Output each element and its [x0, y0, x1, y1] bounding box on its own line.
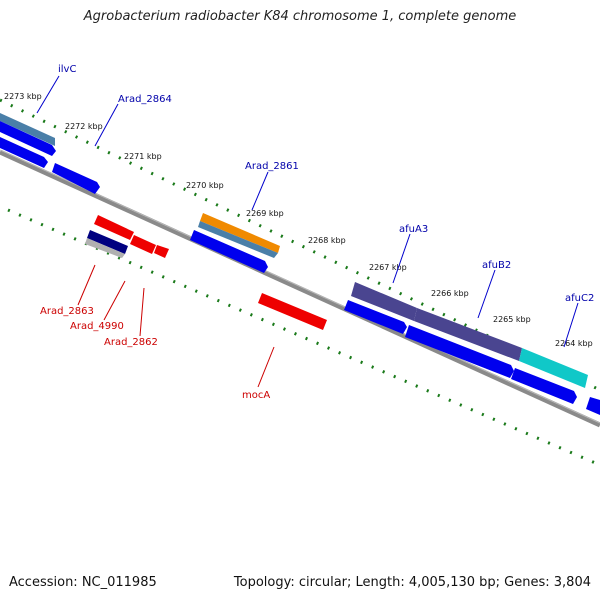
gene-label-afuA3[interactable]: afuA3 [399, 224, 428, 235]
gene-arad-2861-orange[interactable] [200, 213, 280, 253]
cds-afuC2[interactable] [511, 368, 577, 404]
gene-features [0, 113, 600, 415]
genome-backbone-highlight [0, 149, 600, 424]
tick-label-2269: 2269 kbp [246, 209, 284, 218]
cds-arad-4990[interactable] [130, 235, 156, 254]
leader-ilvC [36, 75, 60, 114]
leader-mocA [257, 346, 275, 388]
tick-label-2265: 2265 kbp [493, 315, 531, 324]
leader-arad-2864 [94, 103, 119, 147]
forward-gene-labels: ilvC Arad_2864 Arad_2861 afuA3 afuB2 afu… [58, 64, 594, 304]
tick-label-2273: 2273 kbp [4, 92, 42, 101]
gene-arad-2861-steel[interactable] [198, 221, 278, 258]
gene-label-afuC2[interactable]: afuC2 [565, 293, 594, 304]
tick-label-2264: 2264 kbp [555, 339, 593, 348]
cds-arad-2861[interactable] [190, 230, 268, 273]
gene-afuC2[interactable] [519, 348, 588, 388]
cds-edge[interactable] [586, 397, 600, 415]
leader-arad-2863 [77, 264, 96, 306]
tick-label-2271: 2271 kbp [124, 152, 162, 161]
gene-label-mocA[interactable]: mocA [242, 390, 270, 401]
gene-arad-2863-navy[interactable] [87, 230, 128, 254]
gene-afuB2[interactable] [414, 308, 522, 361]
tick-label-2270: 2270 kbp [186, 181, 224, 190]
topology-text: Topology: circular; Length: 4,005,130 bp… [233, 575, 591, 590]
gene-label-afuB2[interactable]: afuB2 [482, 260, 511, 271]
leader-afuB2 [477, 269, 496, 319]
gene-label-arad-2861[interactable]: Arad_2861 [245, 161, 299, 172]
map-title: Agrobacterium radiobacter K84 chromosome… [83, 9, 517, 24]
leader-arad-4990 [103, 280, 126, 321]
leader-afuA3 [392, 233, 411, 284]
gene-label-arad-2864[interactable]: Arad_2864 [118, 94, 172, 105]
leader-arad-2862 [139, 287, 145, 337]
gene-ilvC[interactable] [0, 113, 55, 146]
accession-text: Accession: NC_011985 [9, 575, 157, 590]
leader-afuC2 [563, 302, 579, 348]
cds-arad-2862[interactable] [154, 245, 169, 258]
cds-arad-2864[interactable] [52, 163, 100, 194]
cds-afuB2[interactable] [405, 325, 514, 378]
reverse-gene-labels: Arad_2863 Arad_4990 Arad_2862 mocA [40, 306, 270, 401]
label-leader-lines [36, 75, 579, 388]
gene-label-ilvC[interactable]: ilvC [58, 64, 76, 75]
tick-label-2266: 2266 kbp [431, 289, 469, 298]
gene-arad-2863-grey[interactable] [85, 238, 125, 258]
gene-label-arad-4990[interactable]: Arad_4990 [70, 321, 124, 332]
tick-label-2267: 2267 kbp [369, 263, 407, 272]
cds-arad-2863-a[interactable] [94, 215, 134, 240]
gene-label-arad-2862[interactable]: Arad_2862 [104, 337, 158, 348]
cds-arad-2865[interactable] [0, 137, 48, 168]
genome-backbone [0, 149, 600, 428]
cds-afuA3[interactable] [344, 300, 407, 334]
cds-ilvC[interactable] [0, 121, 56, 156]
leader-arad-2861 [251, 171, 269, 211]
tick-label-2268: 2268 kbp [308, 236, 346, 245]
cds-mocA[interactable] [258, 293, 327, 330]
scale-labels: 2273 kbp 2272 kbp 2271 kbp 2270 kbp 2269… [4, 92, 593, 348]
tick-label-2272: 2272 kbp [65, 122, 103, 131]
gene-afuA3[interactable] [351, 282, 417, 321]
gene-label-arad-2863[interactable]: Arad_2863 [40, 306, 94, 317]
reverse-gene-features [85, 215, 327, 330]
